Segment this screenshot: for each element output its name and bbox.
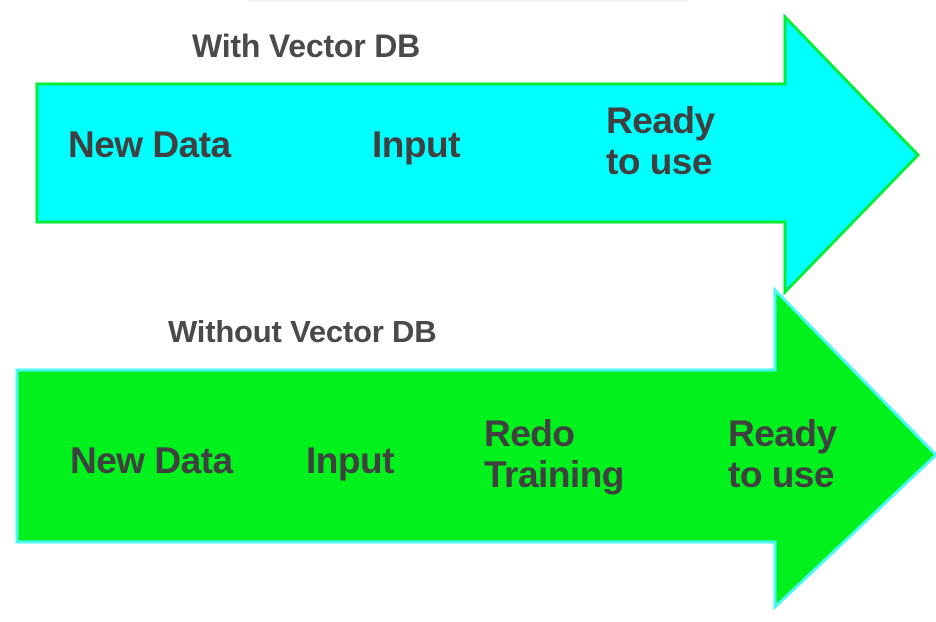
section-label-with-vector-db: With Vector DB	[192, 28, 421, 64]
with-vector-db-step-ready-to-use: Ready to use	[606, 100, 715, 183]
without-vector-db-step-new-data: New Data	[70, 440, 233, 481]
section-label-without-vector-db: Without Vector DB	[168, 314, 437, 349]
arrow-polygon-green	[15, 286, 936, 611]
without-vector-db-step-input: Input	[306, 440, 394, 481]
top-edge-artifact	[248, 0, 688, 2]
arrow-polygon-cyan	[35, 13, 921, 296]
without-vector-db-step-ready-to-use: Ready to use	[728, 413, 837, 496]
with-vector-db-step-new-data: New Data	[68, 124, 231, 165]
with-vector-db-step-input: Input	[372, 124, 460, 165]
without-vector-db-step-redo-training: Redo Training	[484, 413, 624, 496]
